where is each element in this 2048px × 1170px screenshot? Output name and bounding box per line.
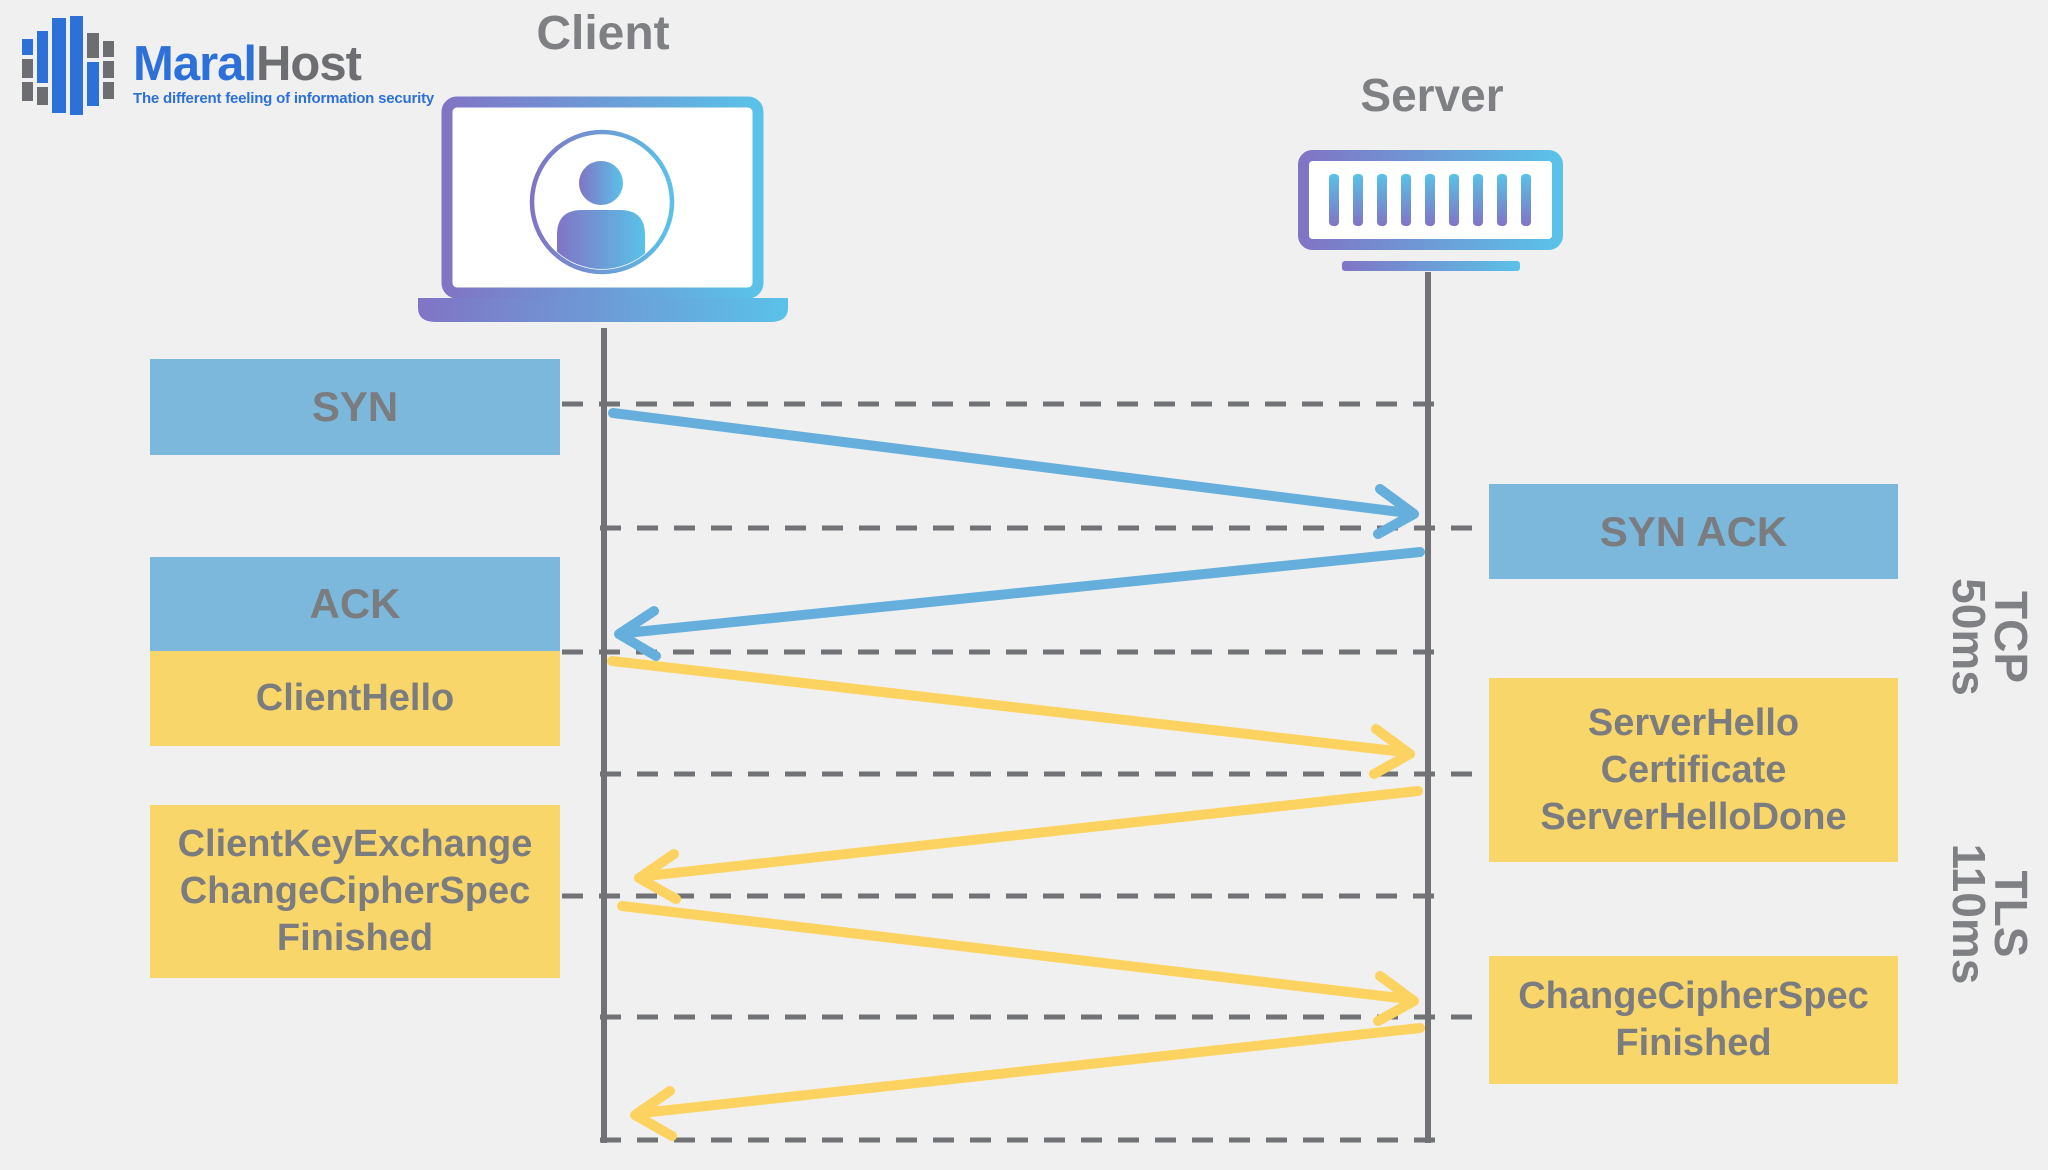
brand-name-secondary: Host [256,37,362,91]
client-hello-arrow [607,656,1415,779]
server-label: Server [1360,69,1504,121]
client-laptop-icon [418,96,788,322]
message-change-cipher-spec: ChangeCipherSpec Finished [1489,956,1898,1084]
syn-arrow [608,408,1419,539]
brand-logo-icon [22,16,114,115]
brand-text: MaralHost The different feeling of infor… [133,16,434,120]
message-syn: SYN [150,359,560,455]
brand-tagline: The different feeling of information sec… [133,90,435,107]
change-cipher-spec-arrow [630,1023,1425,1141]
phase-tcp-label: TCP 50ms [1943,578,2037,696]
message-client-key-exchange: ClientKeyExchange ChangeCipherSpec Finis… [150,805,560,978]
brand-logo: MaralHost The different feeling of infor… [20,16,434,120]
client-label: Client [536,7,670,60]
message-syn-ack: SYN ACK [1489,484,1898,579]
syn-ack-arrow [614,547,1425,661]
server-rack-icon [1298,150,1563,271]
brand-name: MaralHost [133,40,434,89]
phase-tls-label: TLS 110ms [1943,843,2037,985]
message-server-hello: ServerHello Certificate ServerHelloDone [1489,678,1898,862]
brand-name-primary: Maral [133,37,257,91]
server-hello-arrow [634,786,1423,904]
client-key-exchange-arrow [617,901,1419,1026]
message-client-hello: ClientHello [150,651,560,746]
message-ack: ACK [150,557,560,651]
